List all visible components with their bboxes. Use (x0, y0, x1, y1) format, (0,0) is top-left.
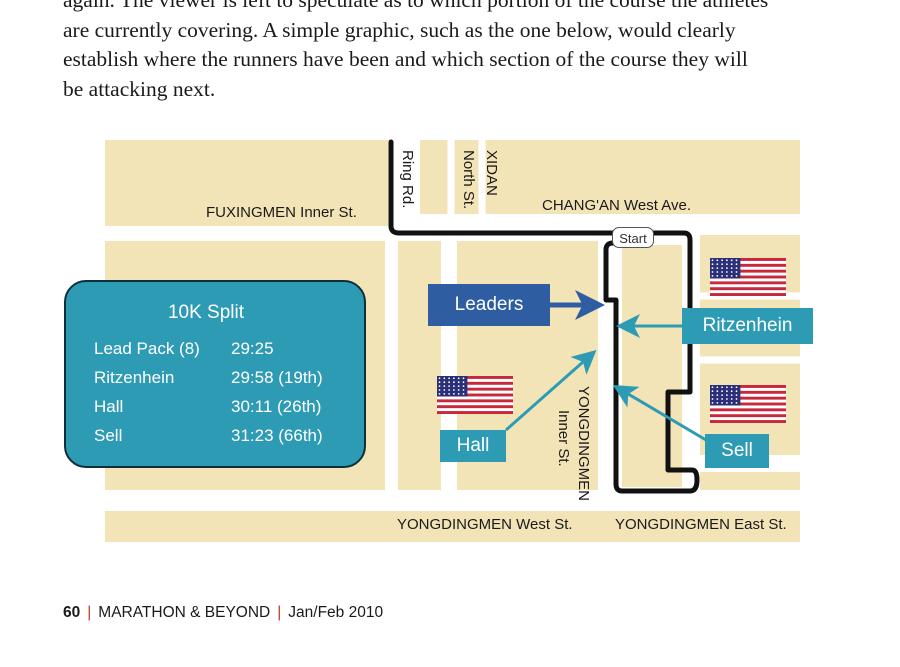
page-footer: 60 | MARATHON & BEYOND | Jan/Feb 2010 (63, 604, 383, 622)
street-xidan: XIDAN (483, 150, 500, 196)
street-fuxingmen: FUXINGMEN Inner St. (206, 204, 357, 221)
article-line: establish where the runners have been an… (63, 47, 748, 71)
page-number: 60 (63, 604, 81, 621)
hall-label: Hall (440, 430, 506, 462)
footer-separator-1: | (87, 604, 92, 621)
us-flag-icon (710, 385, 786, 423)
article-line: be attacking next. (63, 76, 216, 101)
street-yongdingmen-west: YONGDINGMEN West St. (397, 516, 573, 533)
us-flag-icon (710, 258, 786, 296)
street-xidan-north: North St. (460, 150, 477, 210)
street-yongdingmen-inner: YONGDINGMEN (575, 386, 592, 502)
split-row-time: 31:23 (66th) (231, 426, 323, 445)
split-row-name: Hall (94, 397, 124, 416)
split-row-time: 29:58 (19th) (231, 368, 323, 387)
start-badge: Start (612, 227, 654, 248)
footer-separator-2: | (277, 604, 282, 621)
split-row-time: 29:25 (231, 339, 274, 358)
issue-date: Jan/Feb 2010 (288, 604, 384, 621)
split-row-name: Sell (94, 426, 123, 445)
hall-arrow (505, 350, 597, 432)
street-yongdingmen-east: YONGDINGMEN East St. (615, 516, 787, 533)
article-line: are currently covering. A simple graphic… (63, 17, 736, 42)
street-gaps (447, 140, 800, 364)
street-changan: CHANG'AN West Ave. (542, 197, 692, 214)
split-title: 10K Split (167, 302, 245, 323)
leaders-label: Leaders (428, 284, 550, 326)
street-yongdingmen-inner-st: Inner St. (555, 410, 572, 467)
sell-arrow (612, 384, 707, 442)
us-flag-icon (437, 376, 513, 414)
sell-label: Sell (705, 434, 769, 468)
article-line: again. The viewer is left to speculate a… (63, 0, 769, 12)
street-ring-rd: Ring Rd. (399, 150, 416, 209)
split-row-time: 30:11 (26th) (231, 397, 322, 416)
split-row-name: Ritzenhein (94, 368, 175, 387)
split-row-name: Lead Pack (8) (94, 339, 200, 358)
split-table: 10K Split Lead Pack (8) 29:25 Ritzenhein… (64, 280, 366, 468)
article-text: again. The viewer is left to speculate a… (63, 0, 833, 104)
publication-name: MARATHON & BEYOND (98, 604, 271, 621)
ritzenhein-label: Ritzenhein (682, 308, 813, 344)
